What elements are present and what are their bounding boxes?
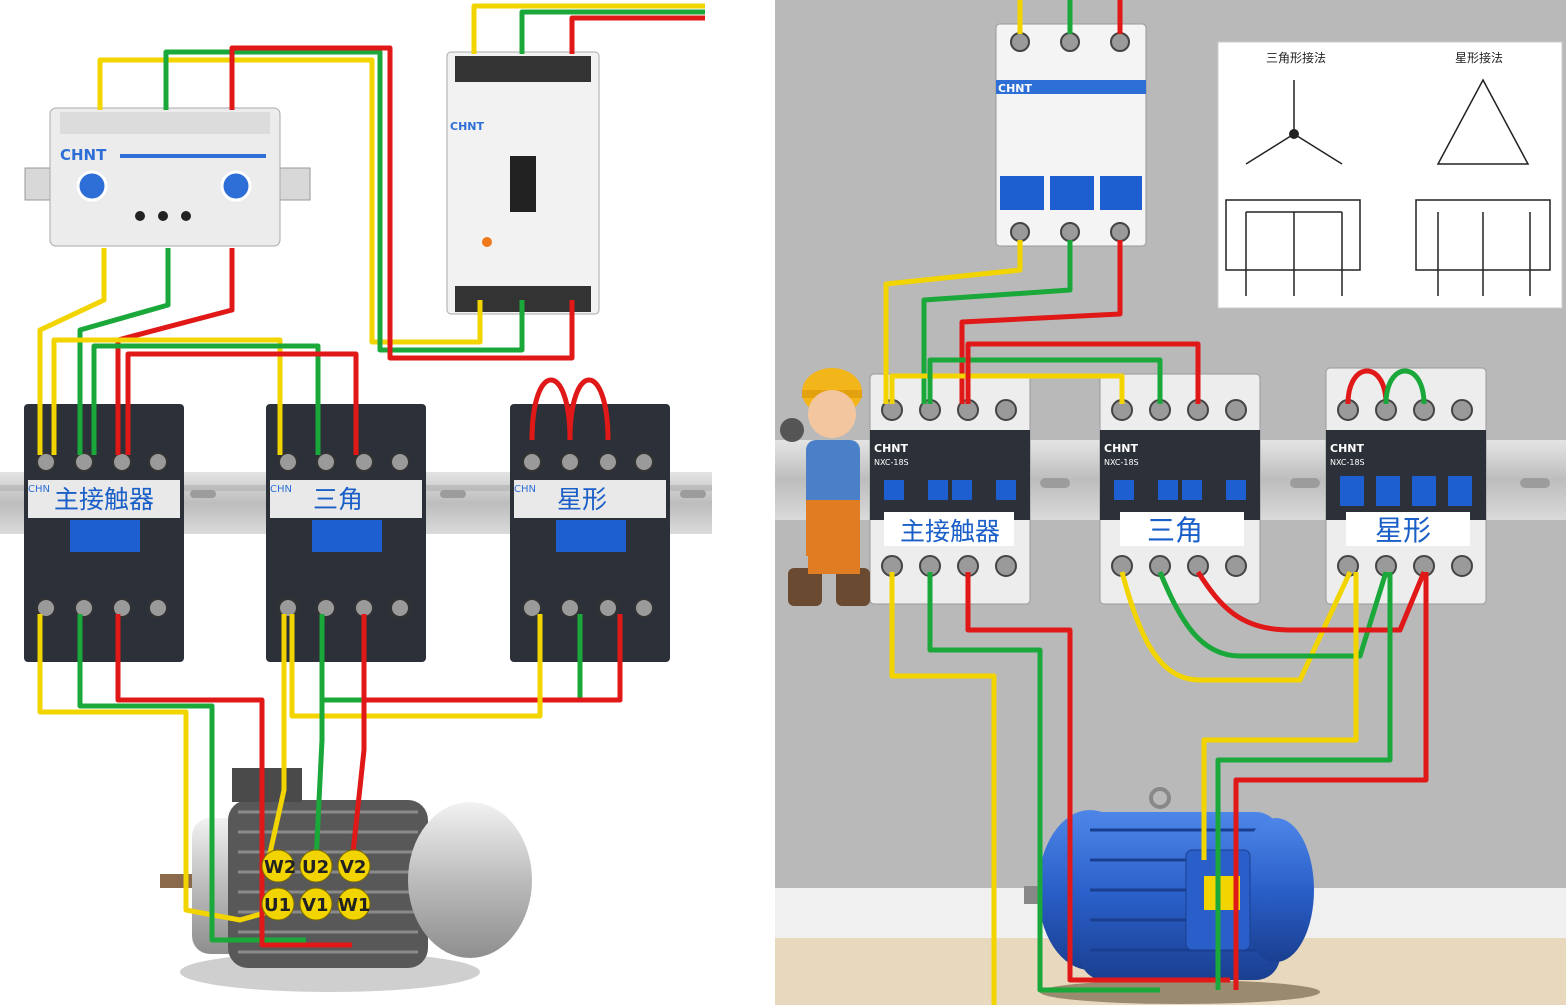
left-motor [160,768,532,992]
right-breaker-handle-2[interactable] [1050,176,1094,210]
right-contactor-delta: CHNT NXC-18S 三角 [1099,373,1261,605]
terminal-v2: V2 [340,857,366,878]
terminal-w1: W1 [338,895,370,916]
left-contactor-star-brand: CHN [514,484,536,495]
right-contactor-delta-model: NXC-18S [1104,458,1139,467]
relay-led-3 [181,211,191,221]
left-motor-terminals: W2 U2 V2 U1 V1 W1 [261,849,371,921]
right-contactor-main-label: 主接触器 [900,517,1000,546]
left-breaker-brand: CHNT [450,120,484,133]
left-terminals [36,452,654,618]
left-contactor-delta: CHN 三角 [266,404,426,662]
right-contactor-main: CHNT NXC-18S 主接触器 [869,373,1031,605]
right-breaker-handle-3[interactable] [1100,176,1142,210]
right-contactor-main-brand: CHNT [874,442,908,455]
phase-relay: CHNT [24,107,311,247]
terminal-v1: V1 [302,895,328,916]
wiring-legend: 三角形接法 星形接法 [1217,41,1563,309]
right-contactor-main-model: NXC-18S [874,458,909,467]
left-breaker-handle[interactable] [510,156,536,212]
left-contactor-delta-brand: CHN [270,484,292,495]
relay-led-1 [135,211,145,221]
right-breaker-handle-1[interactable] [1000,176,1044,210]
engineer-mascot-icon [780,368,870,606]
right-breaker-brand: CHNT [998,82,1032,95]
terminal-w2: W2 [264,857,296,878]
right-contactor-star: CHNT NXC-18S 星形 [1325,367,1487,605]
relay-knob-left[interactable] [76,170,108,202]
relay-knob-right[interactable] [220,170,252,202]
terminal-u1: U1 [264,895,291,916]
left-contactor-star: CHN 星形 [510,404,670,662]
left-contactor-star-label: 星形 [557,485,607,514]
right-panel: CHNT 三角形接法 星形接法 [775,0,1566,1005]
left-contactor-main-label: 主接触器 [54,485,154,514]
right-breaker: CHNT [995,23,1147,247]
left-wires [37,3,705,948]
right-contactor-delta-label: 三角 [1147,514,1203,547]
legend-delta-title: 三角形接法 [1266,50,1326,65]
right-contactor-star-brand: CHNT [1330,442,1364,455]
left-contactor-delta-label: 三角 [313,485,363,514]
left-breaker: CHNT [446,51,600,315]
legend-star-title: 星形接法 [1455,50,1503,65]
left-contactor-main: CHN 主接触器 [24,404,184,662]
left-contactor-main-brand: CHN [28,484,50,495]
right-contactor-star-label: 星形 [1375,514,1431,547]
relay-led-2 [158,211,168,221]
right-contactor-star-model: NXC-18S [1330,458,1365,467]
right-contactor-delta-brand: CHNT [1104,442,1138,455]
relay-brand: CHNT [60,146,107,164]
terminal-u2: U2 [302,857,329,878]
right-wires [883,0,1429,1005]
